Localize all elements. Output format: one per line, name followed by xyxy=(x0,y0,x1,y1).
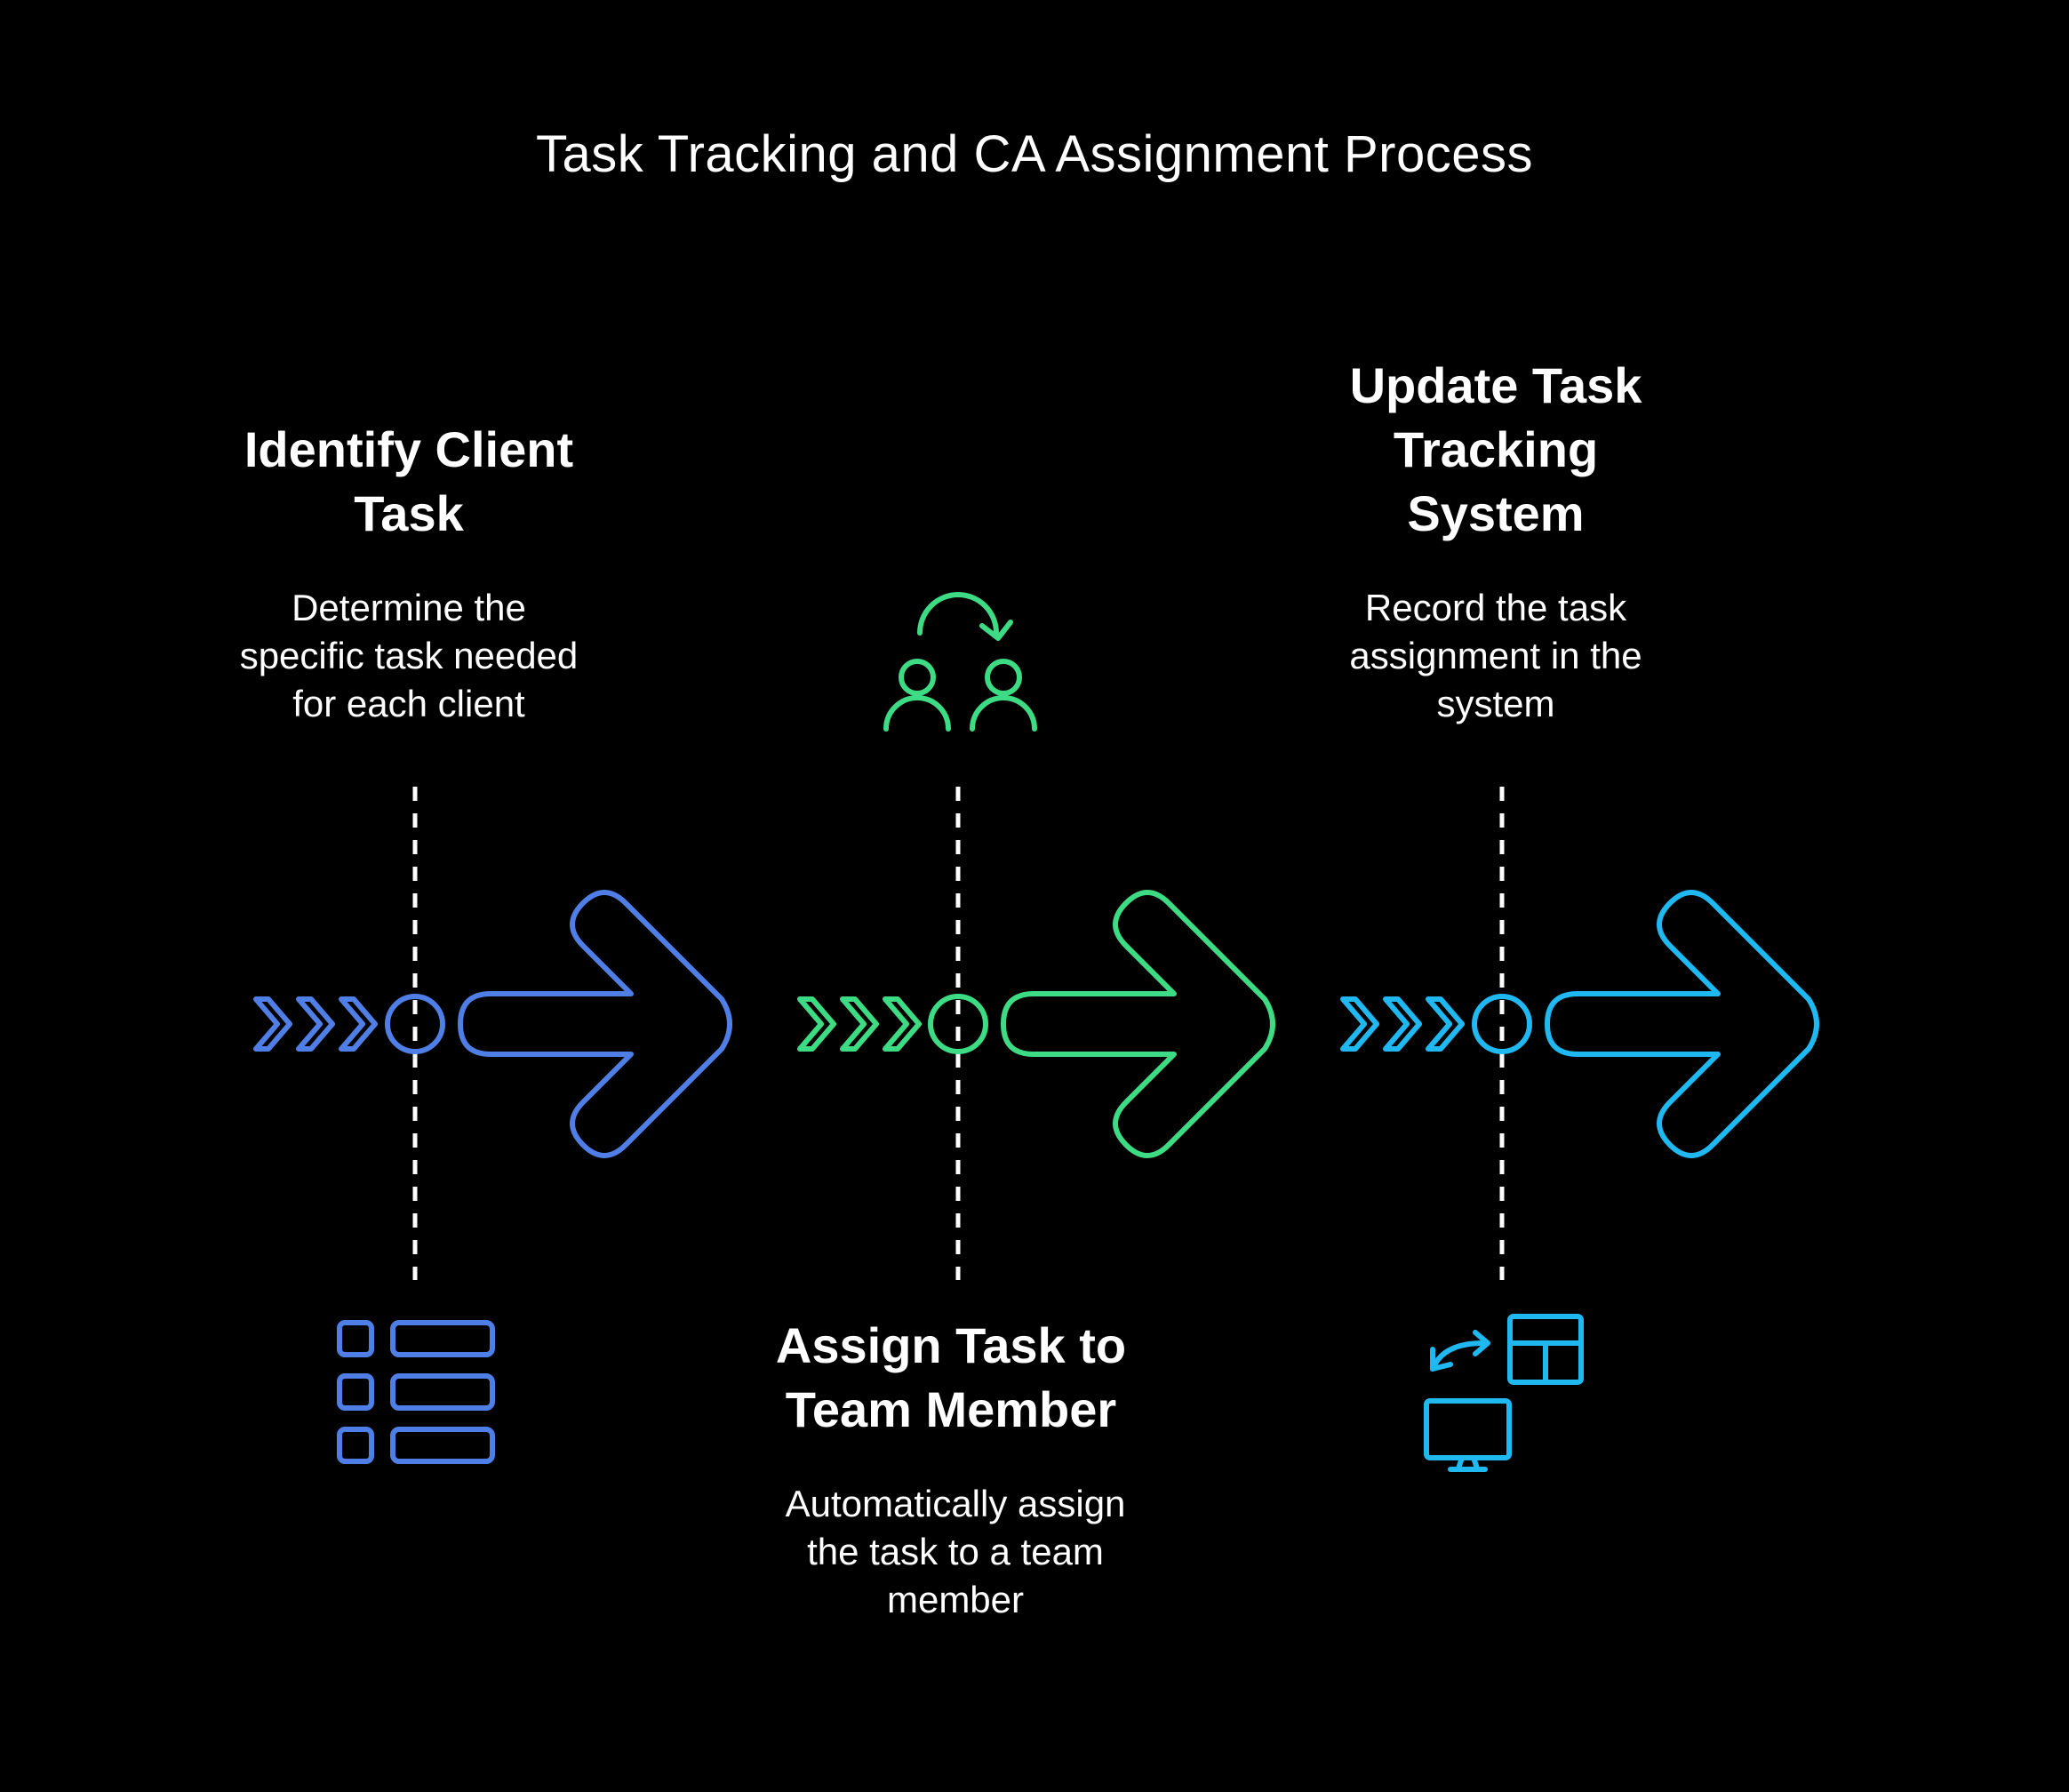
step-2-arrow xyxy=(1001,890,1275,1158)
step-3-chevrons xyxy=(1340,996,1465,1052)
step-2-node xyxy=(928,994,988,1054)
step-1-node xyxy=(385,994,445,1054)
step-2-graphic xyxy=(797,592,1275,1280)
step-3-title: Update Task Tracking System xyxy=(1349,357,1642,541)
step-1-description: Determine the specific task needed for e… xyxy=(239,587,579,724)
step-3-graphic xyxy=(1340,787,1819,1472)
step-1-chevrons xyxy=(253,996,378,1052)
diagram-title: Task Tracking and CA Assignment Process xyxy=(535,125,1533,183)
step-2-chevrons xyxy=(797,996,922,1052)
step-1-arrow xyxy=(458,890,732,1158)
step-2-description: Automatically assign the task to a team … xyxy=(785,1483,1126,1620)
list-icon xyxy=(337,1320,495,1464)
step-1-graphic xyxy=(253,787,732,1464)
step-1-title: Identify Client Task xyxy=(244,421,574,541)
step-2-title: Assign Task to Team Member xyxy=(775,1317,1127,1437)
step-3-node xyxy=(1472,994,1532,1054)
step-3-description: Record the task assignment in the system xyxy=(1349,587,1642,724)
monitor-table-sync-icon xyxy=(1424,1314,1584,1472)
user-swap-icon xyxy=(883,592,1037,732)
step-3-arrow xyxy=(1545,890,1819,1158)
